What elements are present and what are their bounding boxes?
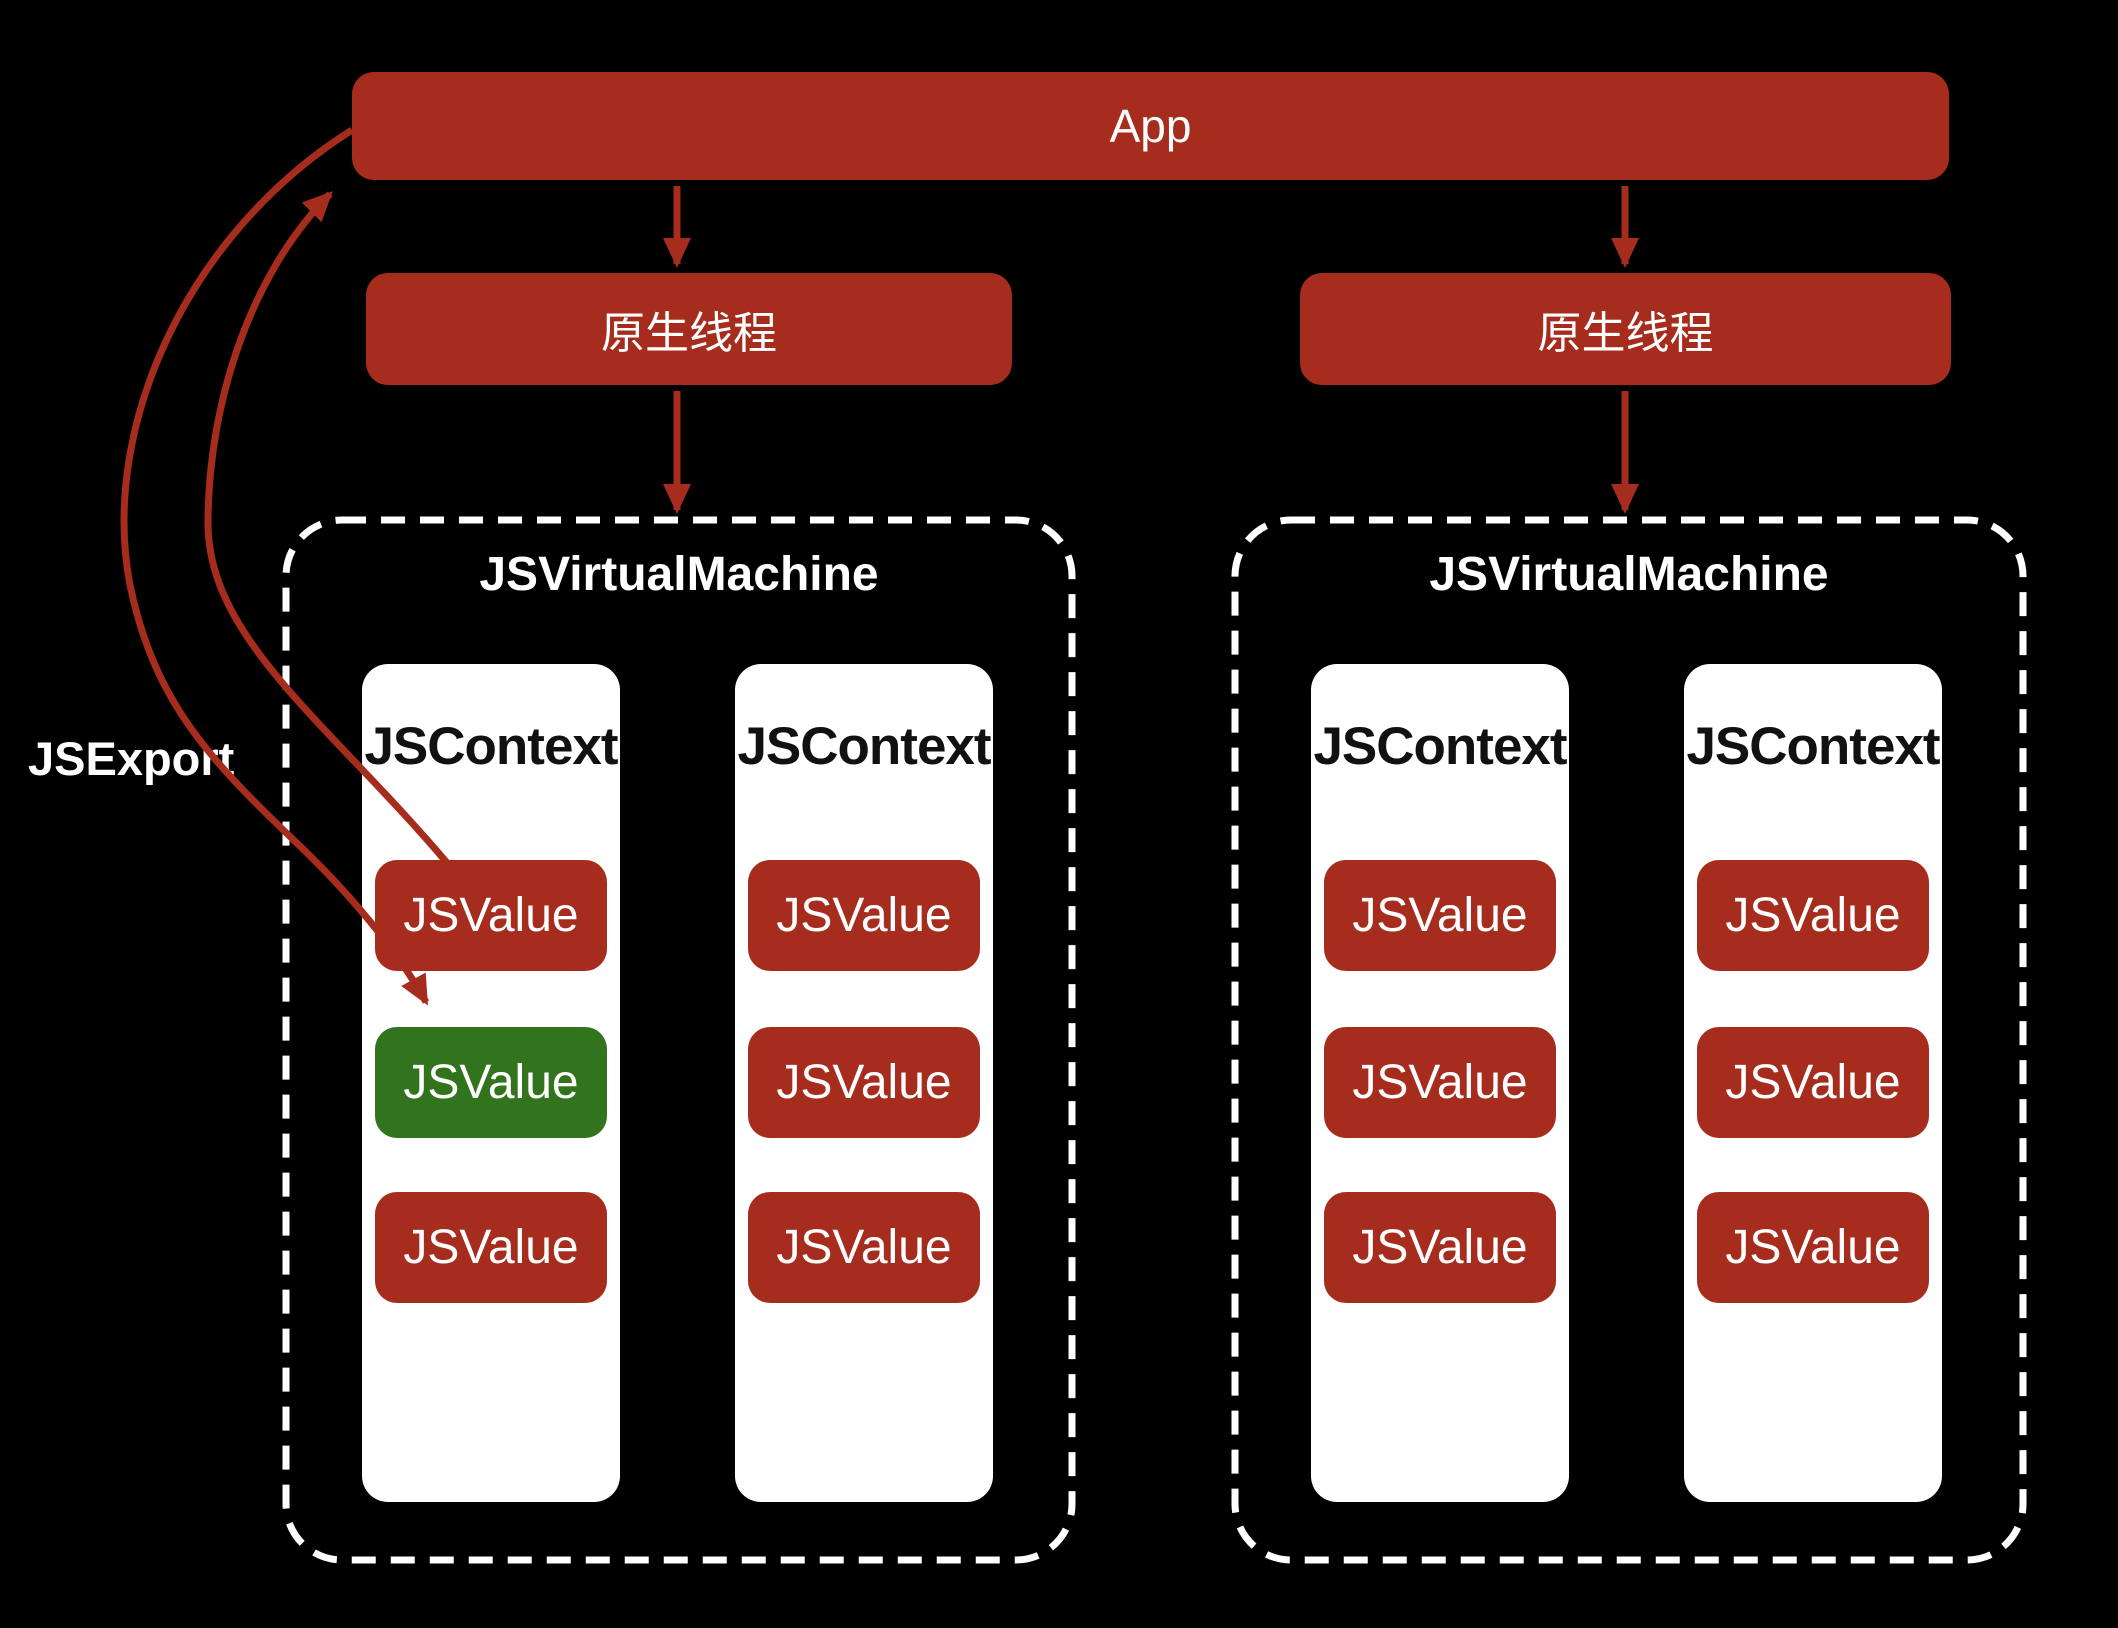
jsvalue-label: JSValue (403, 1221, 579, 1274)
app-label: App (1109, 100, 1192, 152)
jsvm1-context2-jsvalue-1: JSValue (748, 860, 980, 971)
jsvm1-context-2-title: JSContext (737, 717, 991, 776)
jsvm2-context-1-title: JSContext (1313, 717, 1567, 776)
jsvm1-context1-jsvalue-1: JSValue (375, 860, 607, 971)
native-thread-1-label: 原生线程 (601, 309, 777, 358)
native-thread-2-label: 原生线程 (1537, 309, 1714, 358)
jsvalue-label: JSValue (1725, 1221, 1901, 1274)
jsvm2-context1-jsvalue-2: JSValue (1324, 1027, 1556, 1138)
jsvm2-context-1: JSContext JSValue JSValue JSValue (1311, 664, 1569, 1502)
jsvm1-context-1-title: JSContext (364, 717, 618, 776)
jsvm2-context-2-title: JSContext (1686, 717, 1940, 776)
jsvm1-context2-jsvalue-3: JSValue (748, 1192, 980, 1303)
jsvalue-label: JSValue (776, 1221, 952, 1274)
native-thread-2-box: 原生线程 (1300, 273, 1951, 385)
jsvm1-context-2: JSContext JSValue JSValue JSValue (735, 664, 993, 1502)
native-thread-1-box: 原生线程 (366, 273, 1012, 385)
jsvalue-label: JSValue (1725, 1056, 1901, 1109)
jsvalue-label: JSValue (403, 1056, 579, 1109)
jsvalue-label: JSValue (403, 889, 579, 942)
jsvm-2-title: JSVirtualMachine (1429, 548, 1829, 601)
jsvm-1-title: JSVirtualMachine (479, 548, 879, 601)
jsvalue-label: JSValue (1725, 889, 1901, 942)
jsvalue-label: JSValue (1352, 1056, 1528, 1109)
jsvm2-context-2: JSContext JSValue JSValue JSValue (1684, 664, 1942, 1502)
jsvm-1-container: JSVirtualMachine JSContext JSValue JSVal… (286, 520, 1072, 1560)
jsvm2-context1-jsvalue-1: JSValue (1324, 860, 1556, 971)
jsvalue-label: JSValue (776, 1056, 952, 1109)
jsvalue-label: JSValue (1352, 1221, 1528, 1274)
jsvm2-context2-jsvalue-2: JSValue (1697, 1027, 1929, 1138)
jsvm1-context1-jsvalue-3: JSValue (375, 1192, 607, 1303)
jsexport-label: JSExport (28, 732, 235, 785)
jsvalue-label: JSValue (776, 889, 952, 942)
jsvalue-label: JSValue (1352, 889, 1528, 942)
jsvm-2-container: JSVirtualMachine JSContext JSValue JSVal… (1235, 520, 2023, 1560)
jsvm1-context-1: JSContext JSValue JSValue JSValue (362, 664, 620, 1502)
jsvm1-context1-jsvalue-2-green: JSValue (375, 1027, 607, 1138)
jsvm2-context1-jsvalue-3: JSValue (1324, 1192, 1556, 1303)
jsvm2-context2-jsvalue-3: JSValue (1697, 1192, 1929, 1303)
jsvm2-context2-jsvalue-1: JSValue (1697, 860, 1929, 971)
app-box: App (352, 72, 1949, 180)
jsvm1-context2-jsvalue-2: JSValue (748, 1027, 980, 1138)
